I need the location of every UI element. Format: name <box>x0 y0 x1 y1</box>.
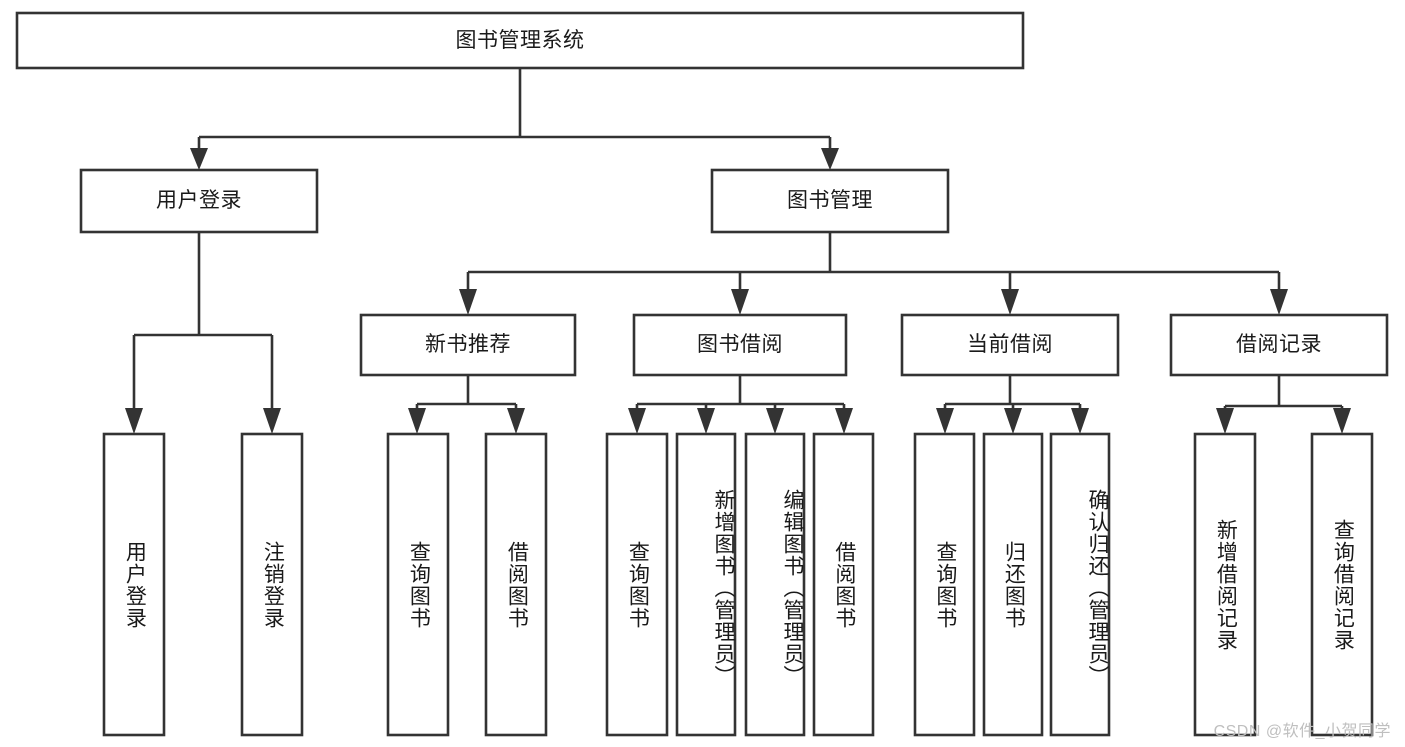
arrowhead-leaf-query-book-2 <box>628 408 646 434</box>
node-box-new-book-rec[interactable] <box>359 313 577 377</box>
arrowhead-bookmanage <box>821 148 839 170</box>
arrowhead-leaf-confirm-return <box>1071 408 1089 434</box>
arrowhead-leaf-logout <box>263 408 281 434</box>
node-box-root[interactable] <box>15 11 1025 70</box>
node-box-leaf-query-record[interactable] <box>1310 432 1374 737</box>
node-box-leaf-query-book-3[interactable] <box>913 432 976 737</box>
arrowhead-leaf-query-book-1 <box>408 408 426 434</box>
arrowhead-current-borrow <box>1001 289 1019 315</box>
edge-group-root <box>190 68 839 170</box>
arrowhead-leaf-borrow-book-1 <box>507 408 525 434</box>
node-box-leaf-add-book[interactable] <box>675 432 737 737</box>
node-box-book-manage[interactable] <box>710 168 950 234</box>
arrowhead-leaf-query-record <box>1333 408 1351 434</box>
node-box-leaf-edit-book[interactable] <box>744 432 806 737</box>
edge-group-borrow-record <box>1216 375 1351 434</box>
edge-group-new-book-rec <box>408 375 525 434</box>
arrowhead-leaf-edit-book <box>766 408 784 434</box>
node-box-leaf-confirm-return[interactable] <box>1049 432 1111 737</box>
arrowhead-leaf-query-book-3 <box>936 408 954 434</box>
arrowhead-new-book-rec <box>459 289 477 315</box>
arrowhead-leaf-return-book <box>1004 408 1022 434</box>
node-box-leaf-query-book-2[interactable] <box>605 432 669 737</box>
arrowhead-leaf-user-login <box>125 408 143 434</box>
node-box-user-login[interactable] <box>79 168 319 234</box>
node-box-leaf-borrow-book-2[interactable] <box>812 432 875 737</box>
node-box-leaf-return-book[interactable] <box>982 432 1044 737</box>
node-box-leaf-add-record[interactable] <box>1193 432 1257 737</box>
node-box-book-borrow[interactable] <box>632 313 848 377</box>
node-box-current-borrow[interactable] <box>900 313 1120 377</box>
arrowhead-leaf-add-record <box>1216 408 1234 434</box>
arrowhead-leaf-add-book <box>697 408 715 434</box>
edge-group-current-borrow <box>936 375 1089 434</box>
edge-group-book-borrow <box>628 375 853 434</box>
node-box-borrow-record[interactable] <box>1169 313 1389 377</box>
arrowhead-leaf-borrow-book-2 <box>835 408 853 434</box>
arrowhead-book-borrow <box>731 289 749 315</box>
csdn-watermark: CSDN @软件_小贺同学 <box>1213 723 1391 740</box>
arrowhead-userlogin <box>190 148 208 170</box>
node-box-leaf-user-login[interactable] <box>102 432 166 737</box>
node-box-leaf-borrow-book-1[interactable] <box>484 432 548 737</box>
node-box-leaf-logout[interactable] <box>240 432 304 737</box>
edge-group-book-manage <box>459 232 1288 315</box>
node-box-leaf-query-book-1[interactable] <box>386 432 450 737</box>
edge-group-user-login <box>125 232 281 434</box>
arrowhead-borrow-record <box>1270 289 1288 315</box>
